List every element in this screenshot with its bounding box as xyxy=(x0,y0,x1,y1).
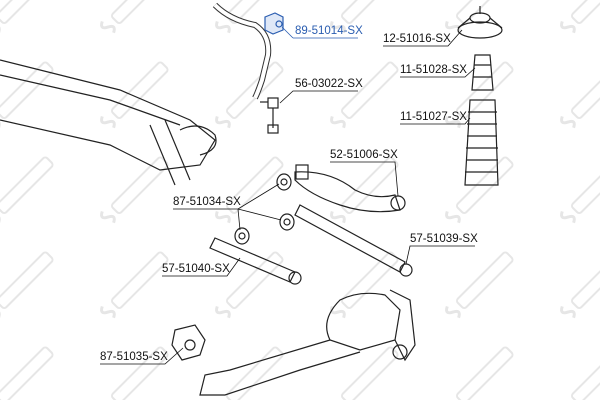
watermark-mark xyxy=(100,0,169,34)
part-label-upper-arm[interactable]: 52-51006-SX xyxy=(330,149,398,161)
strut-mount xyxy=(457,6,503,39)
dust-boot xyxy=(464,99,499,186)
part-label-lower-link[interactable]: 57-51040-SX xyxy=(162,263,230,275)
part-label-trailing-arm-bushing[interactable]: 87-51035-SX xyxy=(100,351,168,363)
part-label-stabilizer-link[interactable]: 56-03022-SX xyxy=(295,78,363,90)
watermark-mark xyxy=(215,0,284,34)
watermark-mark xyxy=(445,251,514,319)
stabilizer-bushing xyxy=(264,12,284,35)
part-label-dust-boot[interactable]: 11-51027-SX xyxy=(400,111,467,123)
watermark-mark xyxy=(100,251,169,319)
watermark-mark xyxy=(571,346,600,400)
watermark-mark xyxy=(560,156,600,224)
trailing-arm-bushing xyxy=(171,324,206,361)
watermark-mark xyxy=(111,346,169,400)
part-label-stabilizer-bushing[interactable]: 89-51014-SX xyxy=(295,25,363,37)
watermark-mark xyxy=(560,61,600,129)
watermark-mark xyxy=(0,61,54,129)
watermark-mark xyxy=(215,251,284,319)
leader-lines xyxy=(100,26,476,365)
watermark-mark xyxy=(560,251,600,319)
watermark-mark xyxy=(456,346,514,400)
part-label-arm-bushings[interactable]: 87-51034-SX xyxy=(173,196,241,208)
upper-control-arm xyxy=(294,164,406,213)
watermark-mark xyxy=(445,0,514,34)
watermark-mark xyxy=(226,346,284,400)
watermark-mark xyxy=(330,61,399,129)
part-label-strut-mount[interactable]: 12-51016-SX xyxy=(383,33,451,45)
watermark-mark xyxy=(0,346,54,400)
part-label-bump-stop[interactable]: 11-51028-SX xyxy=(400,64,467,76)
watermark-mark xyxy=(215,156,284,224)
watermark-mark xyxy=(560,0,600,34)
lower-link xyxy=(209,237,302,285)
lateral-link xyxy=(294,204,413,277)
stabilizer-bar xyxy=(212,2,272,100)
watermark-mark xyxy=(0,156,54,224)
watermark-mark xyxy=(0,251,54,319)
arm-bushings xyxy=(234,173,295,245)
watermark-mark xyxy=(330,0,399,34)
part-label-lateral-link[interactable]: 57-51039-SX xyxy=(410,233,478,245)
bump-stop xyxy=(471,54,494,91)
knuckle-trailing-arm xyxy=(199,289,416,396)
subframe xyxy=(0,59,217,186)
watermark-mark xyxy=(100,61,169,129)
watermark-mark xyxy=(341,346,399,400)
watermark-mark xyxy=(445,156,514,224)
stabilizer-link xyxy=(260,97,279,134)
watermark-mark xyxy=(330,156,399,224)
